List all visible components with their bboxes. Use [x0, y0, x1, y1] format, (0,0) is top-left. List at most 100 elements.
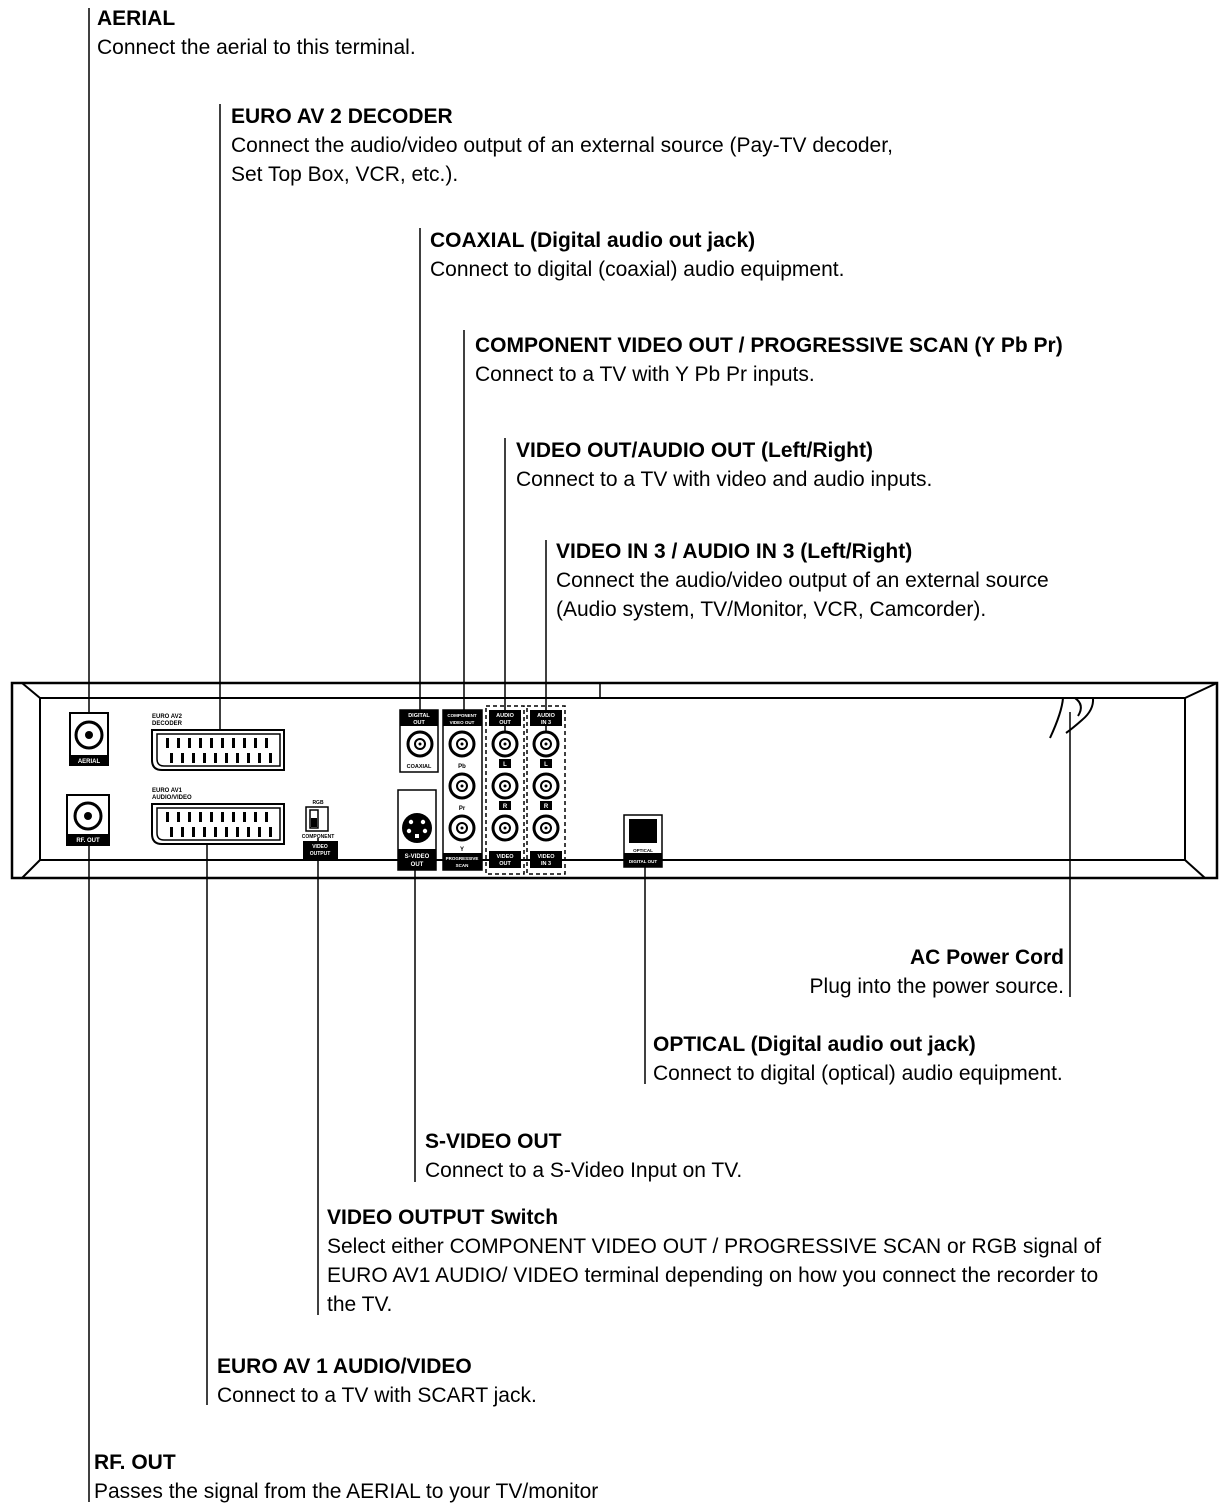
video-out-small-panel-label: VIDEO OUT	[450, 720, 475, 725]
scart-pin	[265, 812, 268, 822]
rf-out-jack[interactable]: RF. OUT	[66, 794, 110, 846]
callout-title: RF. OUT	[94, 1451, 176, 1474]
scart-pin	[210, 738, 213, 748]
euro-av2-panel-label: EURO AV2	[152, 714, 183, 720]
s-video-jack[interactable]: S-VIDEO OUT	[397, 789, 437, 871]
callout-title: EURO AV 2 DECODER	[231, 105, 453, 128]
scart-pin	[181, 827, 184, 837]
callout-desc: Connect to a TV with SCART jack.	[217, 1384, 537, 1407]
digital-out-panel-label: OUT	[413, 720, 425, 726]
scart-pin	[225, 827, 228, 837]
callout-desc: Connect to a TV with Y Pb Pr inputs.	[475, 363, 815, 386]
scart-pin	[221, 812, 224, 822]
pb-panel-label: Pb	[458, 764, 466, 770]
scart-pin	[166, 738, 169, 748]
scart-pin	[258, 753, 261, 763]
rgb-panel-label: RGB	[312, 800, 324, 806]
aerial-jack[interactable]: AERIAL	[69, 712, 109, 766]
callout-desc: Connect to digital (optical) audio equip…	[653, 1062, 1063, 1085]
scart-pin	[214, 753, 217, 763]
callout-title: S-VIDEO OUT	[425, 1130, 562, 1153]
audio-in3-l-label: L	[544, 762, 548, 768]
euro-av1-scart[interactable]: EURO AV1 AUDIO/VIDEO	[151, 788, 285, 845]
scart-pin	[236, 753, 239, 763]
callout-desc: Plug into the power source.	[809, 975, 1064, 998]
callout-euro-av2: EURO AV 2 DECODER Connect the audio/vide…	[231, 102, 893, 189]
scart-pin	[269, 827, 272, 837]
callout-title: VIDEO OUT/AUDIO OUT (Left/Right)	[516, 439, 873, 462]
callout-desc: Passes the signal from the AERIAL to you…	[94, 1480, 599, 1503]
callout-video-out: VIDEO OUT/AUDIO OUT (Left/Right) Connect…	[516, 436, 932, 494]
rf-out-panel-label: RF. OUT	[76, 838, 100, 844]
scart-pin	[203, 753, 206, 763]
scart-pin	[181, 753, 184, 763]
scart-pin	[199, 738, 202, 748]
audio-out-l-label: L	[503, 762, 507, 768]
scart-pin	[236, 827, 239, 837]
callout-title: COAXIAL (Digital audio out jack)	[430, 229, 756, 252]
scart-pin	[170, 827, 173, 837]
callout-rf-out: RF. OUT Passes the signal from the AERIA…	[94, 1448, 598, 1506]
audio-in3-r-label: R	[544, 804, 549, 810]
callout-title: OPTICAL (Digital audio out jack)	[653, 1033, 976, 1056]
callout-desc: the TV.	[327, 1293, 393, 1316]
scart-pin	[243, 812, 246, 822]
callout-desc: Connect the audio/video output of an ext…	[556, 569, 1049, 592]
scart-pin	[232, 738, 235, 748]
scart-pin	[188, 812, 191, 822]
s-video-out-panel-label: OUT	[411, 862, 424, 868]
euro-av1-panel-label: EURO AV1	[152, 788, 183, 794]
digital-panel-label: DIGITAL	[408, 713, 430, 719]
scart-pin	[243, 738, 246, 748]
audio-in3-in3-label: IN 3	[541, 720, 551, 726]
callout-title: AC Power Cord	[909, 946, 1064, 969]
video-switch-label: VIDEO	[312, 844, 328, 850]
audio-out-r-label: R	[503, 804, 508, 810]
aerial-panel-label: AERIAL	[78, 759, 101, 765]
callout-desc: Connect the audio/video output of an ext…	[231, 134, 893, 157]
callout-desc: Connect to a TV with video and audio inp…	[516, 468, 933, 491]
video-out-out-label: OUT	[499, 861, 511, 867]
callout-optical: OPTICAL (Digital audio out jack) Connect…	[653, 1030, 1063, 1088]
scart-pin	[258, 827, 261, 837]
ac-power-cord	[1049, 697, 1095, 739]
callout-ac-power: AC Power Cord Plug into the power source…	[810, 943, 1064, 1001]
component-panel-label: COMPONENT	[447, 713, 477, 718]
scan-panel-label: SCAN	[456, 863, 469, 868]
scart-pin	[192, 827, 195, 837]
audio-out-out-label: OUT	[499, 720, 511, 726]
audio-in3-panel-label: AUDIO	[537, 713, 555, 719]
callout-desc: Set Top Box, VCR, etc.).	[231, 163, 459, 186]
callout-desc: Connect to a S-Video Input on TV.	[425, 1159, 743, 1182]
coaxial-jack[interactable]: DIGITAL OUT COAXIAL	[399, 709, 439, 773]
s-video-panel-label: S-VIDEO	[405, 854, 430, 860]
callout-desc: EURO AV1 AUDIO/ VIDEO terminal depending…	[327, 1264, 1099, 1287]
optical-panel-label: OPTICAL	[633, 848, 653, 853]
scart-pin	[203, 827, 206, 837]
scart-pin	[232, 812, 235, 822]
callout-desc: Connect the aerial to this terminal.	[97, 36, 416, 59]
component-video-jacks[interactable]: COMPONENT VIDEO OUT Pb Pr Y PROGRESSIVE …	[442, 709, 483, 871]
scart-pin	[170, 753, 173, 763]
scart-pin	[177, 812, 180, 822]
y-panel-label: Y	[460, 847, 464, 853]
callout-title: VIDEO OUTPUT Switch	[327, 1206, 559, 1229]
component-switch-label: COMPONENT	[302, 834, 335, 840]
callout-video-output-switch: VIDEO OUTPUT Switch Select either COMPON…	[327, 1203, 1101, 1319]
euro-av2-scart[interactable]: EURO AV2 DECODER	[151, 714, 285, 771]
scart-pin	[265, 738, 268, 748]
callout-title: EURO AV 1 AUDIO/VIDEO	[217, 1355, 472, 1378]
chassis	[10, 681, 1219, 880]
callout-aerial: AERIAL Connect the aerial to this termin…	[97, 4, 416, 62]
audio-video-in3-jacks[interactable]: AUDIO IN 3 L R VIDEO IN 3	[526, 705, 566, 875]
video-output-switch[interactable]: RGB COMPONENT VIDEO OUTPUT	[302, 800, 338, 859]
optical-jack[interactable]: OPTICAL DIGITAL OUT	[623, 814, 663, 868]
audio-video-out-jacks[interactable]: AUDIO OUT L R VIDEO OUT	[485, 705, 525, 875]
optical-digital-out-label: DIGITAL OUT	[629, 859, 658, 864]
callout-video-in3: VIDEO IN 3 / AUDIO IN 3 (Left/Right) Con…	[556, 537, 1049, 624]
scart-pin	[247, 753, 250, 763]
output-switch-label: OUTPUT	[310, 851, 331, 857]
scart-pin	[254, 738, 257, 748]
video-in3-panel-label: VIDEO	[537, 854, 555, 860]
